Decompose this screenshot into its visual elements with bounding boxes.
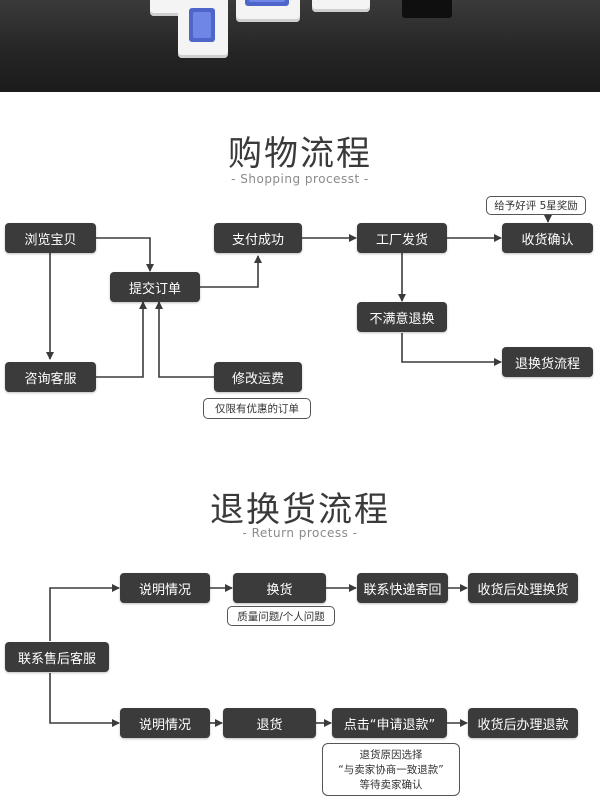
shopping-title: 购物流程 xyxy=(228,134,372,174)
step-express-return: 联系快递寄回 xyxy=(357,573,448,603)
praise-reward-note: 给予好评 5星奖励 xyxy=(486,196,586,215)
step-return-exchange-flow: 退换货流程 xyxy=(502,347,593,377)
apply-refund-note-line: “与卖家协商一致退款” xyxy=(338,764,444,776)
modify-shipping-note: 仅限有优惠的订单 xyxy=(203,398,311,419)
apply-refund-note-line: 退货原因选择 xyxy=(359,749,423,761)
connector-image xyxy=(178,0,228,58)
step-refund: 退货 xyxy=(223,708,316,738)
returns-title: 退换货流程 xyxy=(210,490,390,530)
step-exchange: 换货 xyxy=(233,573,326,603)
shopping-subtitle: - Shopping processt - xyxy=(231,172,369,186)
connector-image xyxy=(236,0,300,22)
step-submit-order: 提交订单 xyxy=(110,272,200,302)
apply-refund-note: 退货原因选择 “与卖家协商一致退款” 等待卖家确认 xyxy=(322,743,460,796)
apply-refund-note-line: 等待卖家确认 xyxy=(359,779,423,791)
step-explain-refund: 说明情况 xyxy=(120,708,210,738)
connector-image xyxy=(312,0,370,12)
step-explain-exchange: 说明情况 xyxy=(120,573,210,603)
connector-image xyxy=(402,0,452,18)
step-factory-ship: 工厂发货 xyxy=(357,223,447,253)
step-browse: 浏览宝贝 xyxy=(5,223,96,253)
step-contact-aftersales: 联系售后客服 xyxy=(5,642,109,672)
returns-subtitle: - Return process - xyxy=(242,526,358,540)
step-apply-refund: 点击“申请退款” xyxy=(332,708,447,738)
step-payment-success: 支付成功 xyxy=(214,223,302,253)
step-unsatisfied-return: 不满意退换 xyxy=(357,302,447,332)
product-banner xyxy=(0,0,600,92)
step-consult: 咨询客服 xyxy=(5,362,96,392)
exchange-note: 质量问题/个人问题 xyxy=(227,606,335,626)
step-modify-shipping: 修改运费 xyxy=(214,362,302,392)
step-process-refund: 收货后办理退款 xyxy=(468,708,578,738)
step-process-exchange: 收货后处理换货 xyxy=(468,573,578,603)
step-confirm-receipt: 收货确认 xyxy=(502,223,593,253)
